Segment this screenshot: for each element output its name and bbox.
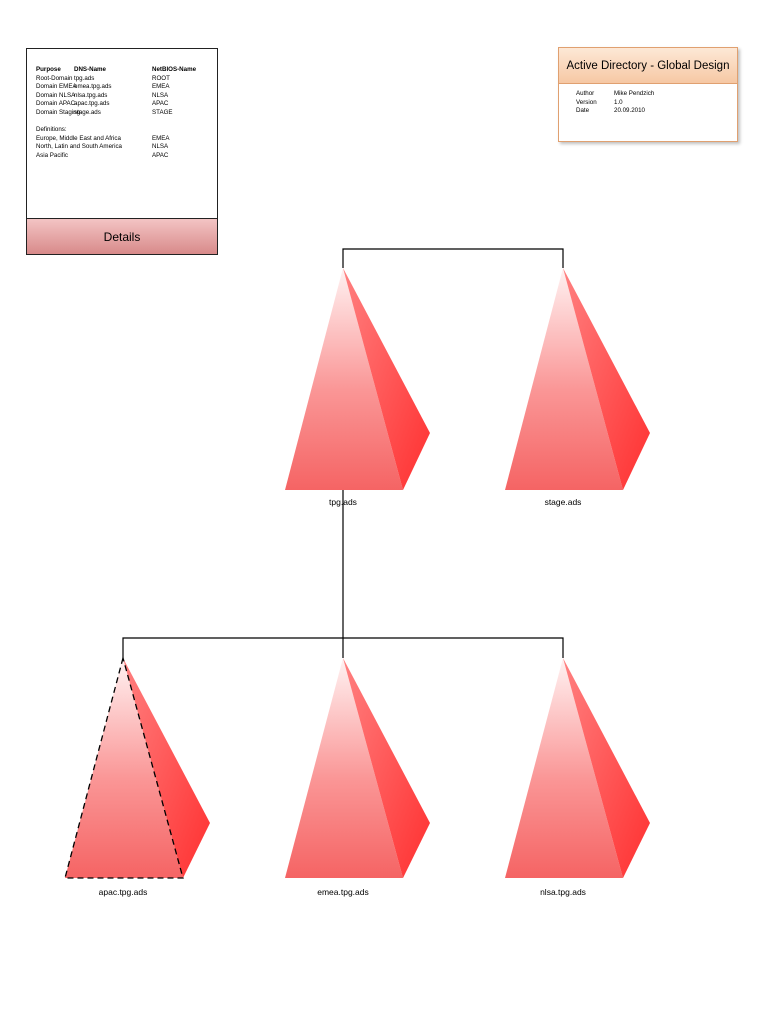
cell-netbios: APAC [152, 100, 169, 107]
header-dns: DNS-Name [74, 66, 106, 73]
cell-dns: tpg.ads [74, 74, 95, 82]
header-netbios: NetBIOS-Name [152, 66, 197, 73]
node-label-stage: stage.ads [544, 497, 582, 507]
cell-purpose: Domain EMEA [36, 83, 77, 90]
table-row: Domain NLSA nlsa.tpg.ads NLSA [36, 92, 192, 101]
nlsa-pyramid[interactable] [505, 658, 650, 878]
table-row: Domain Staging stage.ads STAGE [36, 109, 192, 118]
cell-dns: stage.ads [74, 108, 101, 116]
author-value: Mike Pendzich [614, 90, 655, 97]
document-meta: Author Mike Pendzich Version 1.0 Date 20.09… [576, 90, 654, 116]
node-label-apac: apac.tpg.ads [98, 887, 148, 897]
author-label: Author [576, 90, 595, 97]
details-panel: Purpose DNS-Name NetBIOS-Name Root-Domai… [26, 48, 218, 255]
cell-dns: nlsa.tpg.ads [74, 91, 108, 99]
definition-region: North, Latin and South America [36, 143, 122, 150]
child-connector [122, 637, 564, 658]
emea-pyramid[interactable] [285, 658, 430, 878]
cell-netbios: ROOT [152, 74, 170, 82]
cell-purpose: Domain NLSA [36, 91, 76, 99]
cell-purpose: Domain Staging [36, 108, 81, 116]
definition-code: NLSA [152, 143, 169, 150]
cell-netbios: STAGE [152, 108, 173, 116]
cell-purpose: Root-Domain [36, 74, 73, 82]
definition-row: Asia Pacific APAC [36, 152, 192, 161]
title-block: Active Directory - Global Design Author M… [558, 47, 738, 142]
cell-netbios: NLSA [152, 91, 169, 99]
definition-region: Asia Pacific [36, 151, 68, 159]
stage-pyramid[interactable] [505, 268, 650, 490]
domain-table: Purpose DNS-Name NetBIOS-Name Root-Domai… [36, 66, 197, 161]
tpg-pyramid[interactable] [285, 268, 430, 490]
node-label-emea: emea.tpg.ads [317, 887, 369, 897]
table-row: Domain EMEA emea.tpg.ads EMEA [36, 83, 192, 92]
definition-row: Europe, Middle East and Africa EMEA [36, 135, 192, 144]
node-label-nlsa: nlsa.tpg.ads [540, 887, 586, 897]
cell-dns: emea.tpg.ads [74, 83, 112, 90]
cell-purpose: Domain APAC [36, 100, 76, 107]
root-connector [342, 248, 564, 268]
connectors [122, 248, 564, 658]
table-header: Purpose DNS-Name NetBIOS-Name [36, 66, 197, 75]
cell-netbios: EMEA [152, 83, 170, 90]
version-value: 1.0 [614, 98, 623, 106]
table-row: Domain APAC apac.tpg.ads APAC [36, 100, 192, 109]
definition-code: APAC [152, 151, 169, 159]
definition-row: North, Latin and South America NLSA [36, 143, 192, 152]
date-value: 20.09.2010 [614, 107, 645, 114]
version-label: Version [576, 98, 597, 106]
cell-dns: apac.tpg.ads [74, 100, 110, 107]
details-bar: Details [27, 218, 217, 254]
apac-pyramid[interactable] [64, 655, 210, 879]
definition-region: Europe, Middle East and Africa [36, 134, 121, 142]
definitions-heading: Definitions: [36, 126, 67, 133]
table-row: Root-Domain tpg.ads ROOT [36, 75, 192, 84]
date-label: Date [576, 107, 590, 114]
node-label-tpg: tpg.ads [329, 497, 357, 507]
header-purpose: Purpose [36, 66, 61, 73]
diagram-title: Active Directory - Global Design [559, 48, 737, 84]
definition-code: EMEA [152, 134, 170, 142]
